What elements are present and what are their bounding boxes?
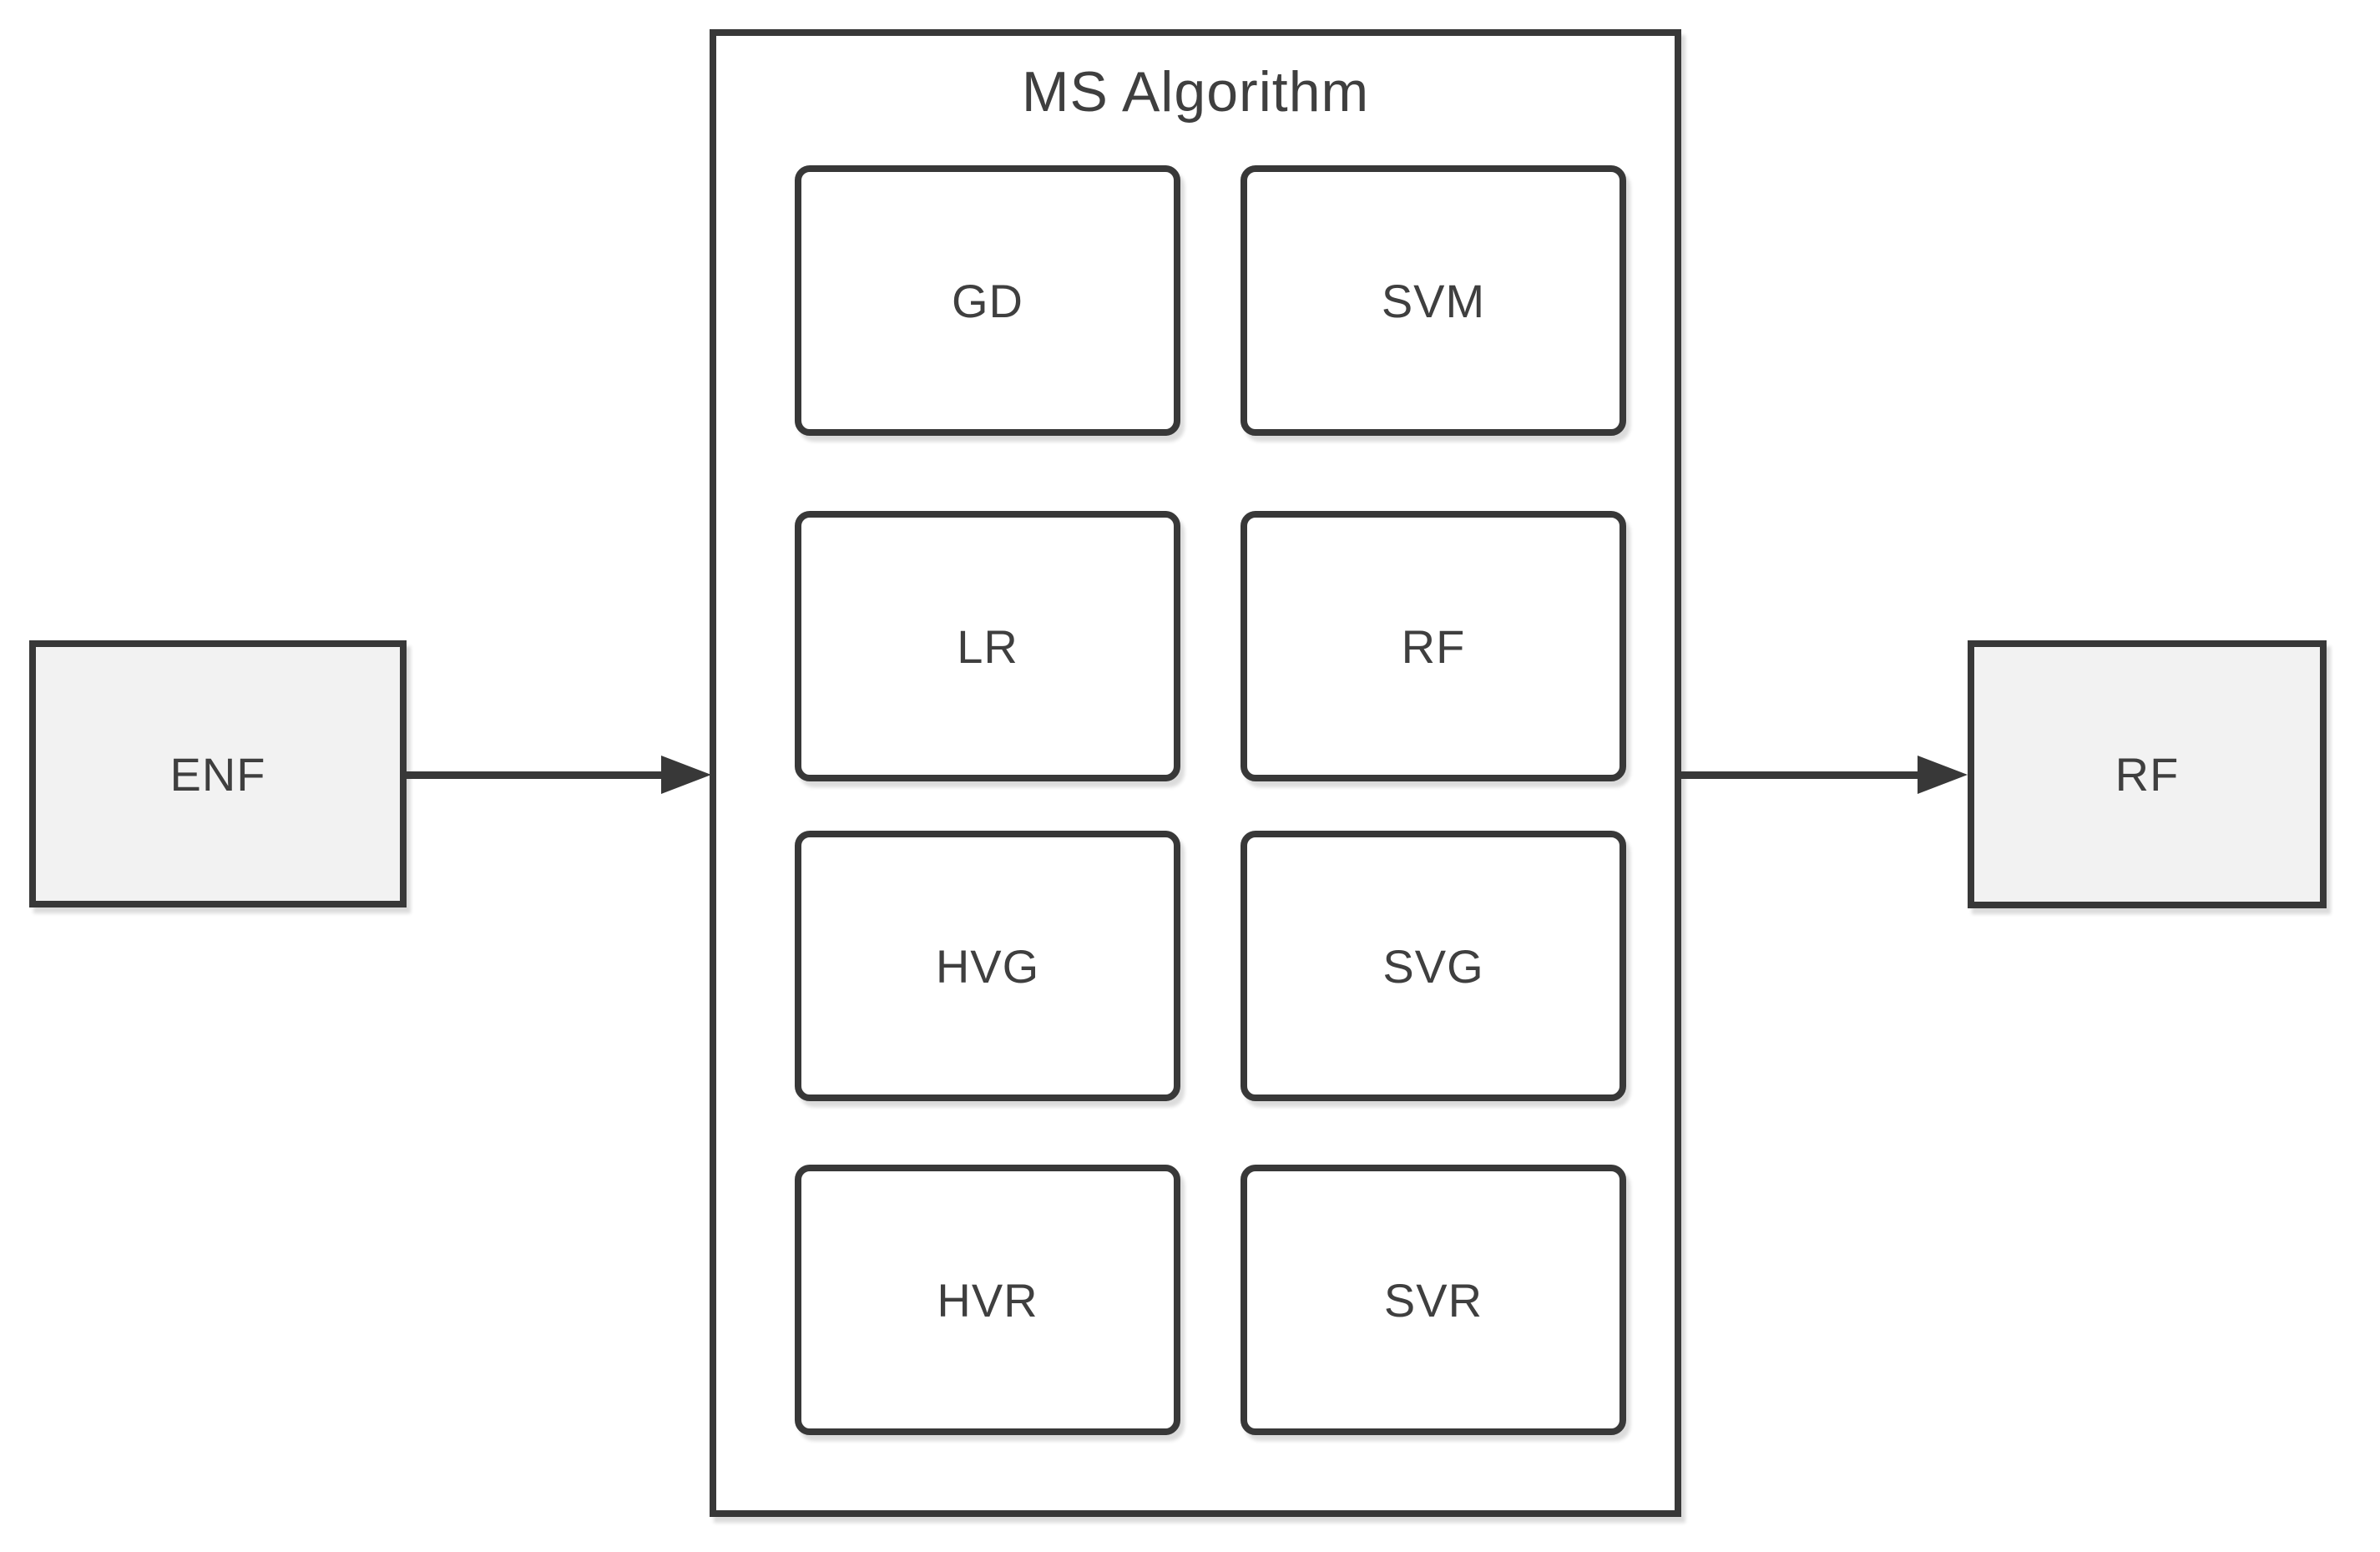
algorithm-label: SVR — [1383, 1273, 1483, 1327]
algorithm-label: LR — [957, 619, 1018, 673]
algorithm-node-gd: GD — [795, 165, 1180, 436]
ms-algorithm-group: MS Algorithm GD SVM LR RF HVG SVG HVR SV… — [710, 29, 1681, 1517]
algorithm-node-lr: LR — [795, 511, 1180, 781]
algorithm-node-svg: SVG — [1241, 831, 1626, 1101]
algorithm-label: HVR — [937, 1273, 1038, 1327]
input-node-enf: ENF — [29, 640, 407, 907]
algorithm-node-svm: SVM — [1241, 165, 1626, 436]
algorithm-label: RF — [1401, 619, 1466, 673]
algorithm-label: SVG — [1382, 939, 1484, 993]
algorithm-label: GD — [952, 274, 1023, 327]
group-title: MS Algorithm — [1021, 60, 1370, 124]
output-node-label: RF — [2115, 748, 2180, 801]
algorithm-label: HVG — [935, 939, 1040, 993]
input-node-label: ENF — [169, 747, 266, 801]
output-node-rf: RF — [1968, 640, 2327, 908]
algorithm-node-hvr: HVR — [795, 1165, 1180, 1435]
algorithm-node-rf: RF — [1241, 511, 1626, 781]
algorithm-label: SVM — [1381, 274, 1486, 327]
algorithm-node-hvg: HVG — [795, 831, 1180, 1101]
arrow-algorithm-to-output — [1680, 771, 1922, 779]
algorithm-node-svr: SVR — [1241, 1165, 1626, 1435]
arrow-input-to-algorithm — [407, 771, 667, 779]
arrowhead-right-icon — [1918, 756, 1968, 794]
arrowhead-right-icon — [661, 756, 711, 794]
